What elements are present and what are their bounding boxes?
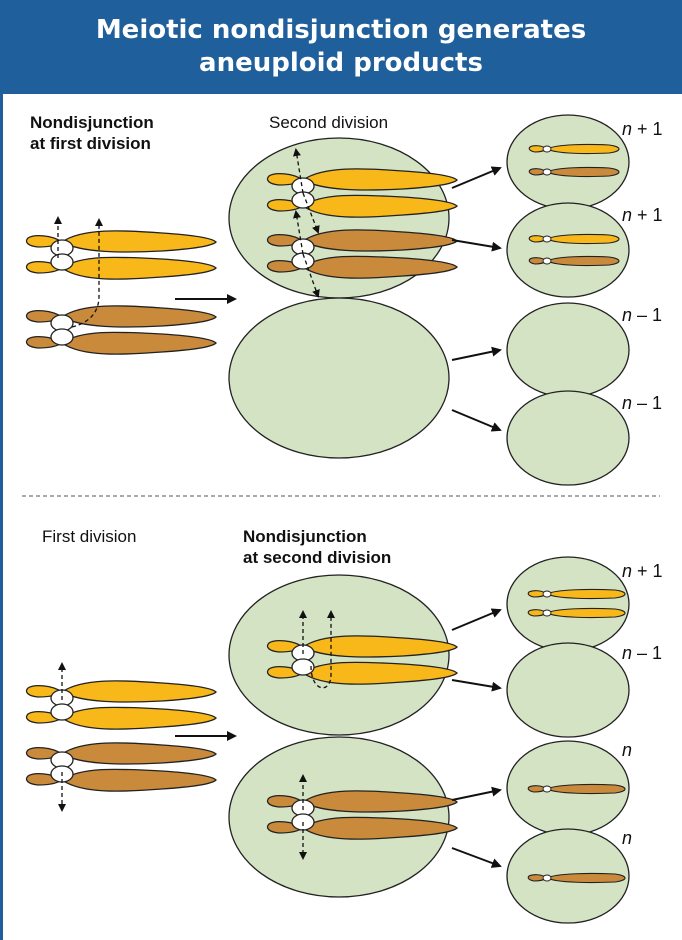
bottom-product-cell-2 — [506, 642, 630, 738]
bottom-product-cell-1 — [506, 556, 630, 652]
bottom-arrow-product-4 — [451, 847, 502, 868]
bottom-nondisjunction-label: Nondisjunction at second division — [243, 526, 391, 568]
bottom-arrow-product-2 — [451, 679, 502, 692]
title-line-2: aneuploid products — [199, 48, 483, 78]
bottom-cell-dashed-loop — [310, 610, 335, 689]
top-cell-dashed-arrow-4 — [302, 253, 320, 298]
bottom-ploidy-3: n — [622, 740, 633, 760]
top-nondisjunction-label: Nondisjunction at first division — [30, 112, 154, 154]
top-start-brown-pair — [25, 305, 217, 355]
top-ploidy-2: n + 1 — [622, 205, 663, 225]
top-arrow-product-4 — [451, 409, 502, 432]
bottom-start-brown-pair — [25, 742, 217, 792]
top-cell-dashed-arrow-3 — [293, 210, 304, 255]
top-start-dashed-arrow-right — [71, 218, 103, 328]
top-second-division-label: Second division — [269, 113, 389, 132]
top-product-cell-2 — [506, 202, 630, 298]
bottom-first-division-label: First division — [42, 527, 137, 546]
top-start-yellow-pair — [25, 230, 217, 280]
bottom-ploidy-1: n + 1 — [622, 561, 663, 581]
top-cell-lower — [228, 297, 450, 459]
title-line-1: Meiotic nondisjunction generates — [95, 15, 587, 45]
top-product-cell-3 — [506, 302, 630, 398]
bottom-ploidy-2: n – 1 — [622, 643, 663, 663]
top-arrow-product-3 — [451, 346, 502, 361]
top-cell-dashed-arrow-1 — [293, 148, 304, 194]
top-ploidy-3: n – 1 — [622, 305, 663, 325]
top-ploidy-4: n – 1 — [622, 393, 663, 413]
title-banner: Meiotic nondisjunction generates aneuplo… — [0, 0, 682, 94]
top-product-cell-1 — [506, 114, 630, 210]
bottom-label-line-2: at second division — [243, 548, 392, 567]
top-ploidy-1: n + 1 — [622, 119, 663, 139]
top-product-cell-4 — [506, 390, 630, 486]
bottom-arrow-product-1 — [451, 608, 502, 631]
top-label-line-1: Nondisjunction — [30, 113, 154, 132]
bottom-start-yellow-pair — [25, 680, 217, 730]
bottom-arrow-product-3 — [451, 786, 502, 801]
bottom-label-line-1: Nondisjunction — [243, 527, 367, 546]
bottom-ploidy-4: n — [622, 828, 633, 848]
top-label-line-2: at first division — [30, 134, 151, 153]
top-arrow-product-2 — [451, 239, 502, 252]
bottom-cell-lower — [228, 736, 450, 898]
top-arrow-product-1 — [451, 166, 502, 189]
